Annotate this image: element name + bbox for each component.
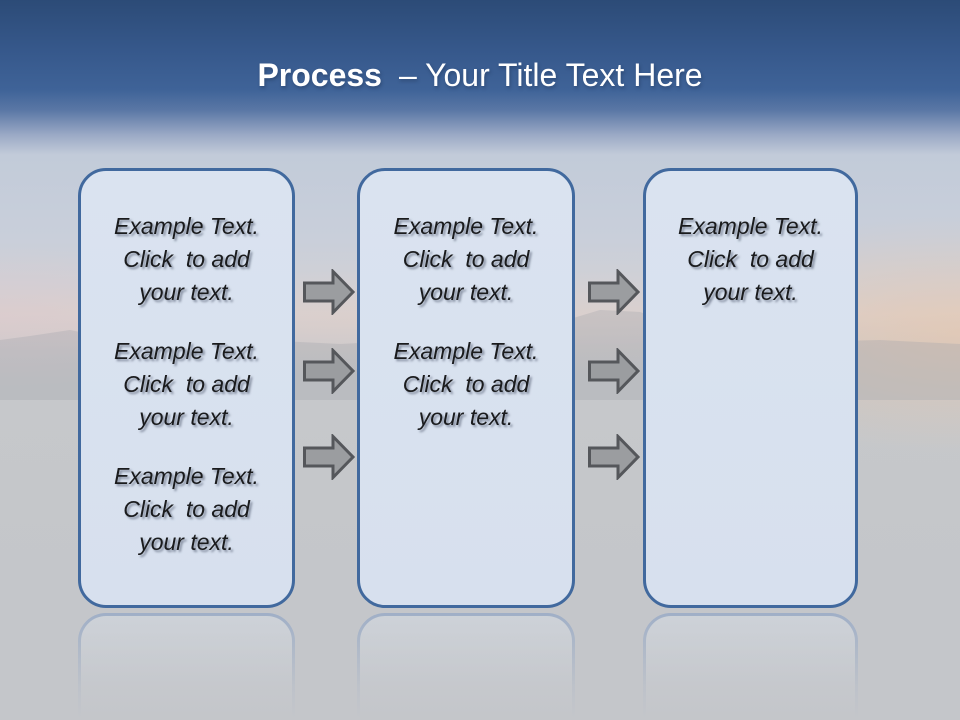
right-block-arrow-icon [303, 348, 355, 394]
process-box-2[interactable]: Example Text. Click to add your text. Ex… [357, 168, 575, 608]
placeholder-text[interactable]: Example Text. Click to add your text. [114, 213, 259, 305]
placeholder-text[interactable]: Example Text. Click to add your text. [114, 338, 259, 430]
right-block-arrow-icon [588, 269, 640, 315]
right-block-arrow-icon [303, 269, 355, 315]
box-2-reflection [357, 613, 575, 720]
box-1-reflection [78, 613, 295, 720]
placeholder-text[interactable]: Example Text. Click to add your text. [114, 463, 259, 555]
right-block-arrow-icon [588, 434, 640, 480]
right-block-arrow-icon [588, 348, 640, 394]
right-block-arrow-icon [303, 434, 355, 480]
process-box-1[interactable]: Example Text. Click to add your text. Ex… [78, 168, 295, 608]
box-3-reflection [643, 613, 858, 720]
placeholder-text[interactable]: Example Text. Click to add your text. [393, 213, 539, 305]
placeholder-text[interactable]: Example Text. Click to add your text. [393, 338, 539, 430]
process-box-3[interactable]: Example Text. Click to add your text. [643, 168, 858, 608]
slide-title: Process – Your Title Text Here [0, 57, 960, 93]
title-keyword: Process [257, 57, 382, 93]
title-subtitle: – Your Title Text Here [398, 57, 703, 93]
placeholder-text[interactable]: Example Text. Click to add your text. [678, 213, 823, 305]
